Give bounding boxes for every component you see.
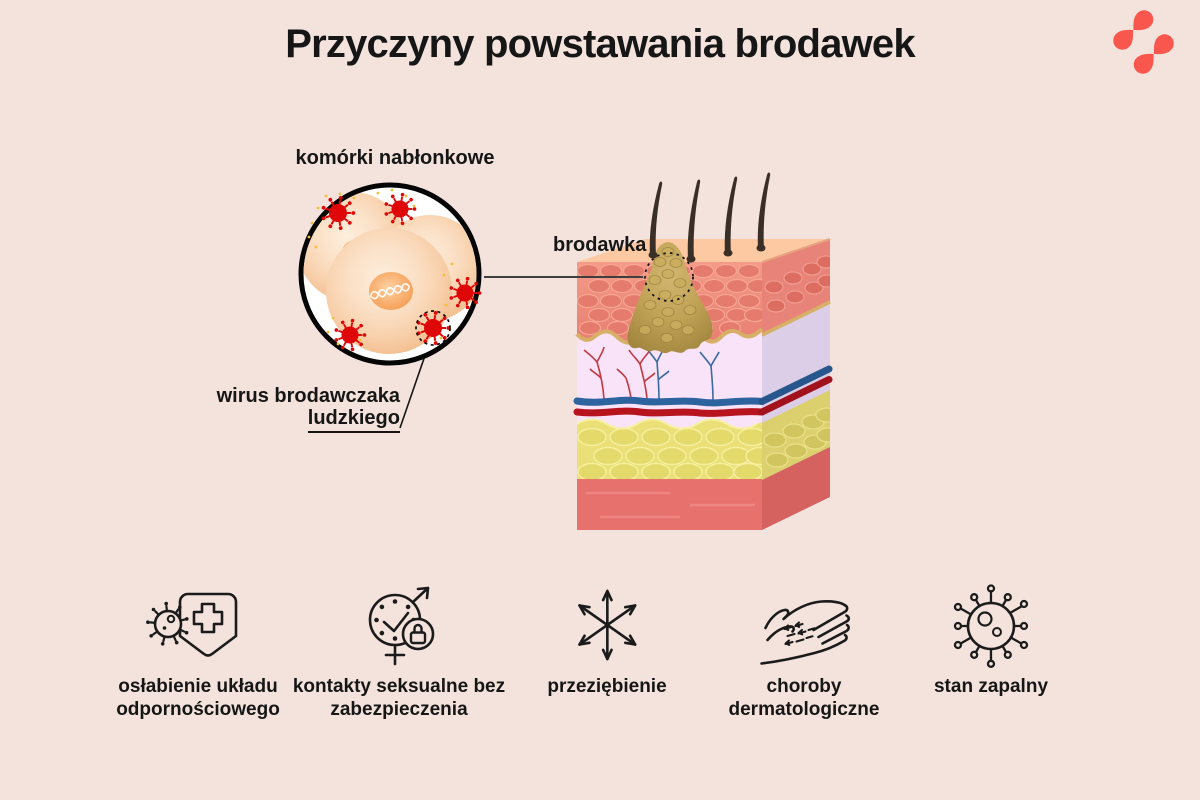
- cause-weakened-immunity: osłabienie układu odpornościowego: [103, 578, 293, 721]
- hand-skin-icon: [759, 600, 850, 665]
- epithelial-cells-magnifier: [298, 182, 483, 366]
- page-title: Przyczyny powstawania brodawek: [285, 22, 915, 66]
- virus-icon: [953, 584, 1029, 668]
- skin-cross-section: [573, 172, 833, 530]
- skin-top-surface: [577, 239, 830, 262]
- epithelial-cells-label: komórki nabłonkowe: [295, 147, 495, 169]
- cell-nucleus: [369, 272, 413, 310]
- hairs: [648, 172, 771, 263]
- dna-strand: [369, 283, 411, 300]
- hpv-highlight-dashed-circle: [415, 310, 451, 346]
- cause-dermatological-diseases: choroby dermatologiczne: [712, 578, 897, 721]
- hpv-virus-label: wirus brodawczaka ludzkiego: [217, 385, 400, 433]
- cause-label: stan zapalny: [933, 676, 1049, 697]
- wart-highlight-dashed-circle: [644, 252, 694, 302]
- snowflake-icon: [577, 589, 637, 661]
- cause-label: kontakty seksualne bez zabezpieczenia: [292, 676, 506, 720]
- four-petal-logo-icon: [1109, 6, 1178, 78]
- cause-label: choroby dermatologiczne: [728, 676, 880, 720]
- cells-and-skin-illustration: [298, 172, 833, 530]
- cause-unprotected-sex: kontakty seksualne bez zabezpieczenia: [283, 578, 515, 721]
- cause-common-cold: przeziębienie: [547, 578, 667, 698]
- cause-label: osłabienie układu odpornościowego: [116, 676, 280, 720]
- cause-label: przeziębienie: [547, 676, 667, 697]
- immune-shield-virus-icon: [146, 592, 238, 657]
- capillary-vessels: [583, 345, 720, 402]
- wart-growth: [627, 242, 713, 354]
- clock-gender-lock-icon: [368, 586, 435, 666]
- blood-vessel-bands: [573, 365, 833, 417]
- wart-label: brodawka: [553, 234, 647, 256]
- cause-inflammation: stan zapalny: [934, 578, 1048, 698]
